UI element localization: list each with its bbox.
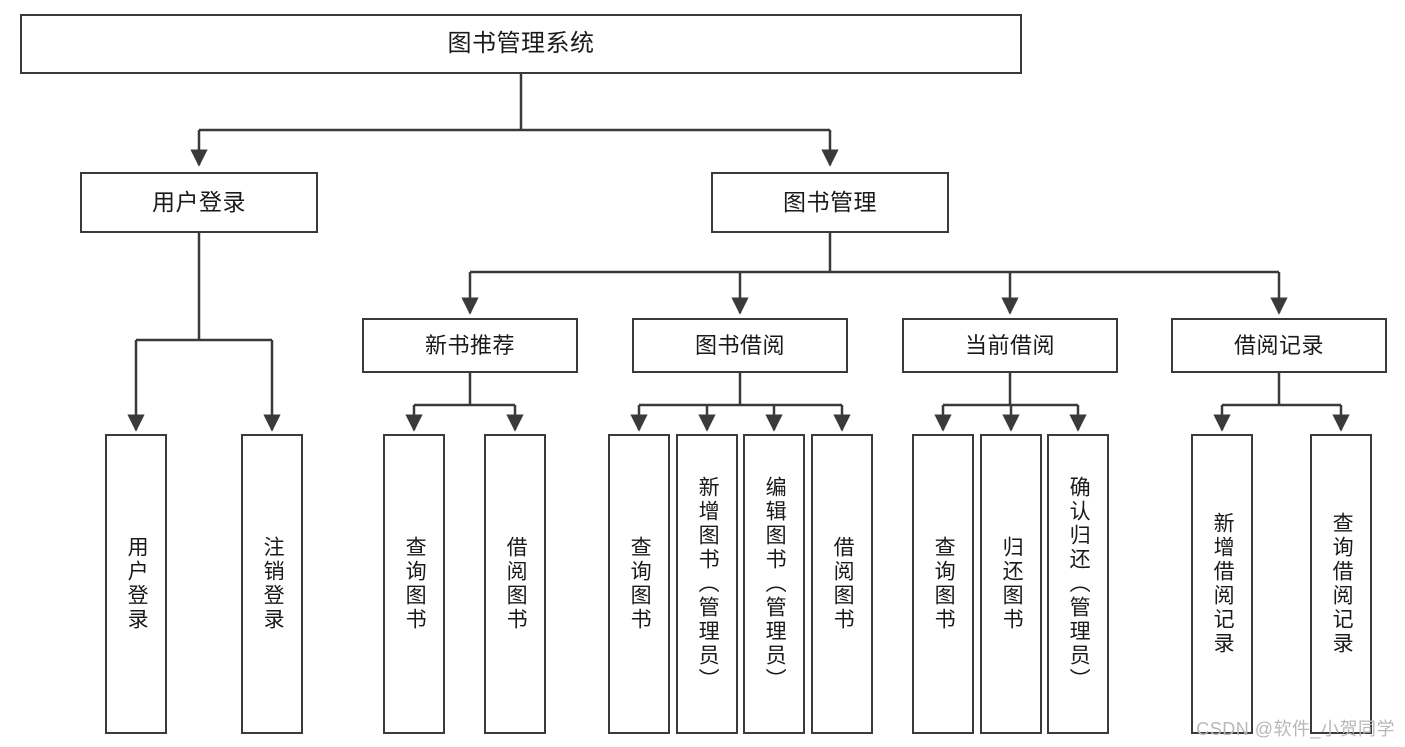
node-label: 当前借阅 (964, 332, 1055, 358)
node-user-login[interactable]: 用户登录 (80, 172, 318, 233)
node-label: 图书管理 (783, 189, 877, 216)
node-new-book-recommend[interactable]: 新书推荐 (362, 318, 578, 373)
node-book-management-system[interactable]: 图书管理系统 (20, 14, 1022, 74)
leaf-add-borrow-record[interactable]: 新增借阅记录 (1191, 434, 1253, 734)
node-label: 用户登录 (152, 189, 246, 216)
leaf-borrow-book-recommend[interactable]: 借阅图书 (484, 434, 546, 734)
node-borrow-record[interactable]: 借阅记录 (1171, 318, 1387, 373)
node-current-borrow[interactable]: 当前借阅 (902, 318, 1118, 373)
node-label: 借阅图书 (504, 536, 528, 632)
node-label: 新书推荐 (424, 332, 515, 358)
leaf-add-book-admin[interactable]: 新增图书（管理员） (676, 434, 738, 734)
node-label: 查询图书 (403, 536, 427, 632)
node-book-borrow[interactable]: 图书借阅 (632, 318, 848, 373)
node-label: 查询借阅记录 (1330, 512, 1354, 656)
leaf-logout[interactable]: 注销登录 (241, 434, 303, 734)
node-label: 查询图书 (628, 536, 652, 632)
node-label: 注销登录 (261, 536, 285, 632)
leaf-confirm-return-admin[interactable]: 确认归还（管理员） (1047, 434, 1109, 734)
leaf-edit-book-admin[interactable]: 编辑图书（管理员） (743, 434, 805, 734)
leaf-query-book-borrow[interactable]: 查询图书 (608, 434, 670, 734)
leaf-user-login[interactable]: 用户登录 (105, 434, 167, 734)
node-label: 用户登录 (125, 536, 149, 632)
leaf-query-book-current[interactable]: 查询图书 (912, 434, 974, 734)
leaf-borrow-book[interactable]: 借阅图书 (811, 434, 873, 734)
node-label: 确认归还（管理员） (1067, 476, 1091, 692)
node-label: 新增借阅记录 (1211, 512, 1235, 656)
node-label: 借阅记录 (1233, 332, 1324, 358)
node-label: 图书借阅 (694, 332, 785, 358)
node-label: 查询图书 (932, 536, 956, 632)
node-label: 新增图书（管理员） (696, 476, 720, 692)
leaf-return-book[interactable]: 归还图书 (980, 434, 1042, 734)
node-label: 图书管理系统 (447, 30, 595, 58)
node-label: 编辑图书（管理员） (763, 476, 787, 692)
node-label: 借阅图书 (831, 536, 855, 632)
leaf-query-book-recommend[interactable]: 查询图书 (383, 434, 445, 734)
leaf-query-borrow-record[interactable]: 查询借阅记录 (1310, 434, 1372, 734)
node-book-management[interactable]: 图书管理 (711, 172, 949, 233)
node-label: 归还图书 (1000, 536, 1024, 632)
